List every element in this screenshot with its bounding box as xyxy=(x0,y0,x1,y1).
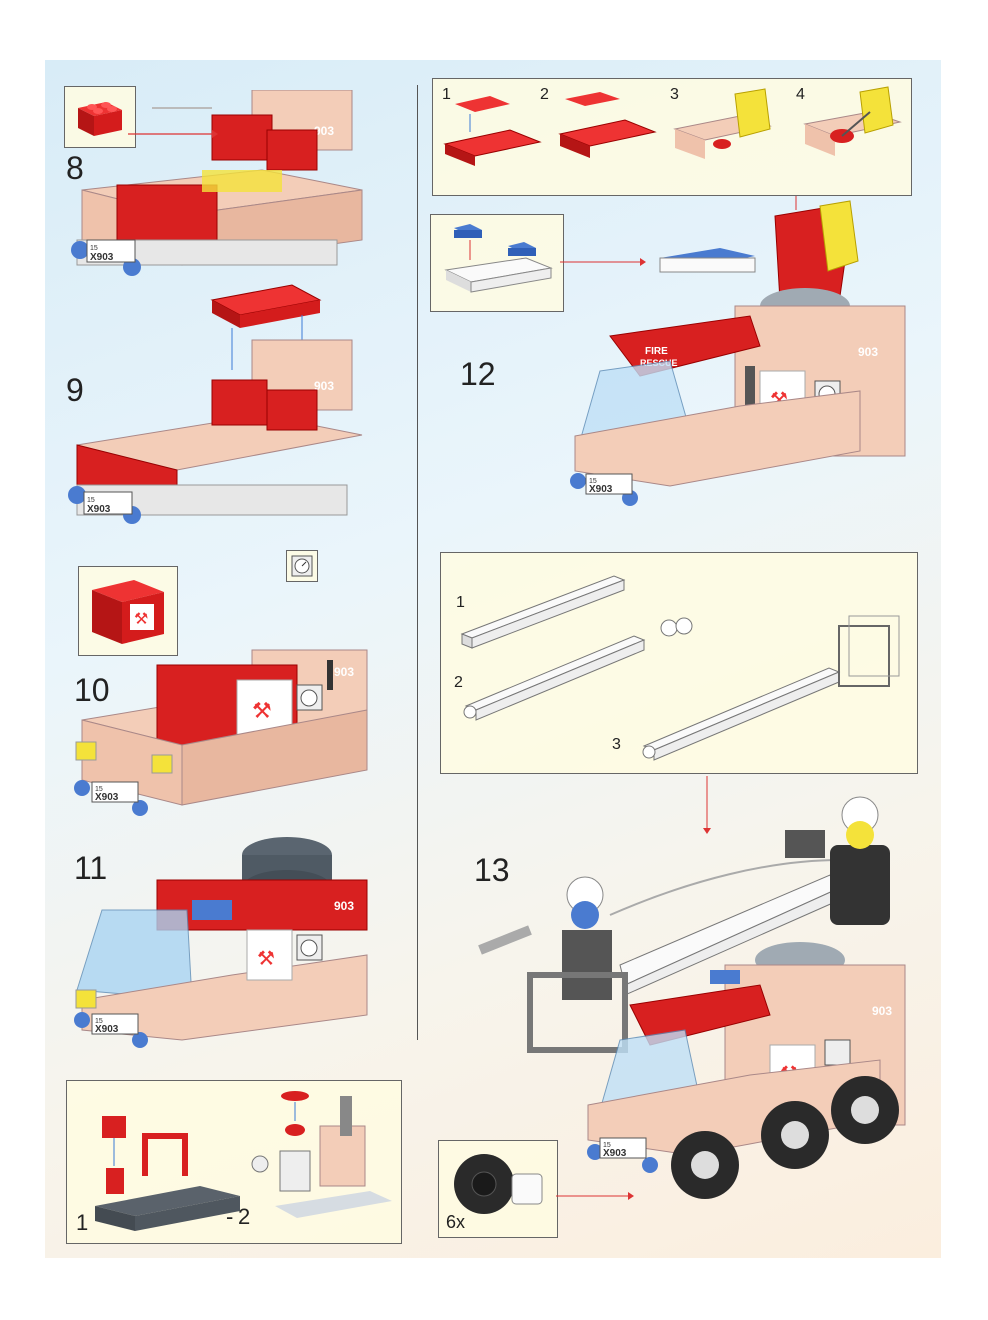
side-number-label-12: 903 xyxy=(858,345,878,359)
plate-top-text-9: 15 xyxy=(87,497,95,504)
plate-main-text: X903 xyxy=(90,252,114,263)
wheel-count-label: 6x xyxy=(446,1212,466,1232)
step-number-11: 11 xyxy=(74,850,108,886)
substep-ladder-3: 3 xyxy=(612,736,621,753)
substep-top-4: 4 xyxy=(796,86,805,103)
plate-main-text-13: X903 xyxy=(603,1148,627,1159)
truck-base-step11: 903 ⚒ 15 X903 xyxy=(74,837,368,1048)
step-number-9: 9 xyxy=(66,372,84,408)
side-number-label-13: 903 xyxy=(872,1004,892,1018)
accessory-parts xyxy=(95,1091,392,1231)
svg-text:⚒: ⚒ xyxy=(252,698,272,723)
seat-substeps-art xyxy=(443,86,902,166)
arrow-step8 xyxy=(128,130,218,138)
ladder-substeps-art xyxy=(460,575,900,761)
lights-callout-art xyxy=(444,224,553,293)
plate-main-text-10: X903 xyxy=(95,792,119,803)
plate-main-text-11: X903 xyxy=(95,1024,119,1035)
plate-top-text-11: 15 xyxy=(95,1018,103,1025)
plate-top-text-10: 15 xyxy=(95,786,103,793)
svg-text:⚒: ⚒ xyxy=(257,948,275,970)
arrow-ladder-down xyxy=(703,776,711,834)
truck-step12: 903 FIRE RESCUE ⚒ 15 X903 xyxy=(560,196,906,506)
truck-base-step9: 903 15 X903 xyxy=(68,284,363,524)
plate-top-text-13: 15 xyxy=(603,1142,611,1149)
step-number-12: 12 xyxy=(460,356,496,392)
substep-label-1: 1 xyxy=(76,1210,89,1235)
substep-ladder-2: 2 xyxy=(454,674,463,691)
truck-base-step8: 903 15 X903 xyxy=(71,90,363,276)
step-number-13: 13 xyxy=(474,852,510,888)
side-number-label: 903 xyxy=(314,124,334,138)
svg-text:⚒: ⚒ xyxy=(134,611,148,628)
wheel-icon xyxy=(454,1154,543,1214)
substep-ladder-1: 1 xyxy=(456,594,465,611)
side-number-label-10: 903 xyxy=(334,665,354,679)
red-brick-icon xyxy=(78,102,122,136)
substep-top-3: 3 xyxy=(670,86,679,103)
plate-top-text: 15 xyxy=(90,245,98,252)
plate-top-text-12: 15 xyxy=(589,478,597,485)
dash-separator: - xyxy=(226,1204,234,1229)
substep-top-1: 1 xyxy=(442,86,451,103)
side-number-label-11: 903 xyxy=(334,899,354,913)
arrow-wheel xyxy=(556,1192,634,1200)
column-divider xyxy=(417,85,418,1040)
truck-step13: 903 ⚒ 15 X903 xyxy=(478,796,906,1199)
plate-main-text-12: X903 xyxy=(589,484,613,495)
plate-main-text-9: X903 xyxy=(87,504,111,515)
substep-top-2: 2 xyxy=(540,86,549,103)
step-number-8: 8 xyxy=(66,150,84,186)
tool-brick-icon: ⚒ xyxy=(92,580,164,644)
roof-text-fire: FIRE xyxy=(645,346,668,357)
step-number-10: 10 xyxy=(74,672,110,708)
substep-label-2: 2 xyxy=(238,1204,251,1229)
truck-base-step10: 903 ⚒ 15 X903 xyxy=(74,649,368,816)
side-number-label-9: 903 xyxy=(314,379,334,393)
gauge-icon xyxy=(291,555,313,577)
